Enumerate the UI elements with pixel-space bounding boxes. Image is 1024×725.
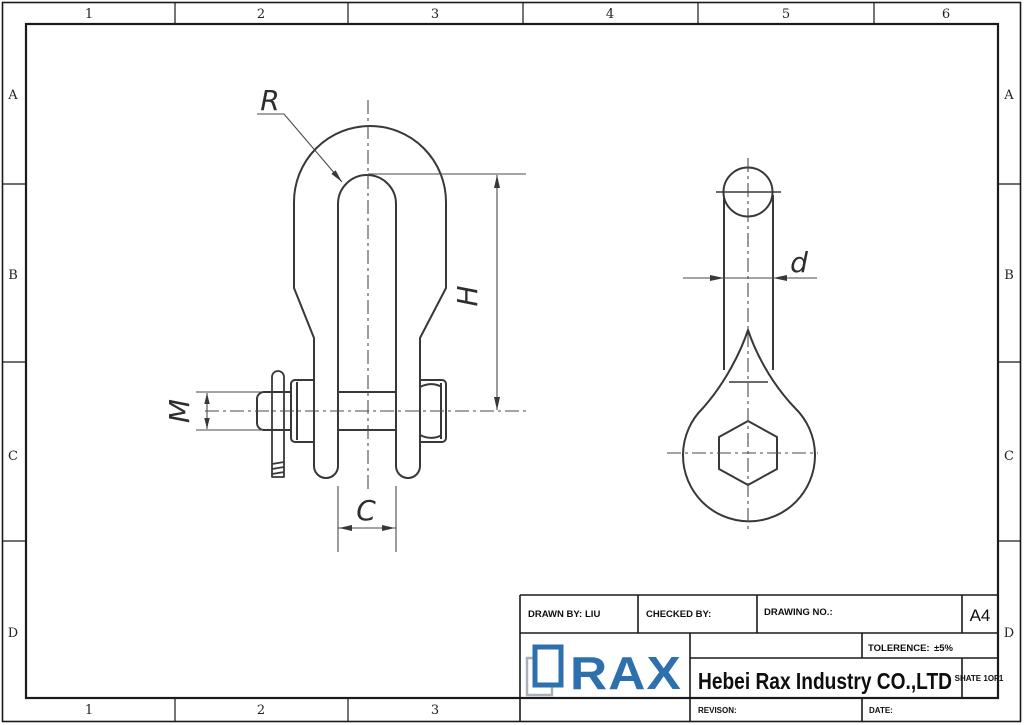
pin-shaft-lines bbox=[338, 391, 396, 431]
tolerance-value: ±5% bbox=[934, 643, 953, 654]
drawn-by-value: LIU bbox=[585, 609, 600, 620]
inner-frame bbox=[24, 22, 1000, 700]
company-name: Hebei Rax Industry CO.,LTD bbox=[698, 668, 952, 694]
zone-row-right-C: C bbox=[1004, 449, 1014, 464]
zone-row-right-A: A bbox=[1003, 88, 1014, 103]
logo-text: RAX bbox=[570, 647, 682, 699]
tolerance-label: TOLERENCE: bbox=[868, 643, 930, 654]
zone-row-right-B: B bbox=[1004, 268, 1014, 283]
zone-row-left-B: B bbox=[8, 268, 18, 283]
zone-col-top-4: 4 bbox=[606, 7, 614, 22]
bow-bar-lines bbox=[723, 195, 774, 370]
zone-col-top-5: 5 bbox=[782, 7, 790, 22]
drawn-by-label: DRAWN BY: bbox=[528, 609, 582, 620]
front-view bbox=[256, 125, 447, 479]
zone-col-top-2: 2 bbox=[257, 7, 265, 22]
side-view-centerlines bbox=[667, 158, 818, 532]
label-inside-length: H bbox=[451, 285, 484, 306]
revision-label: REVISON: bbox=[698, 706, 737, 715]
sheet-number: SHATE 1OF1 bbox=[955, 674, 1004, 683]
drawing-no-label: DRAWING NO.: bbox=[764, 607, 833, 618]
title-block: DRAWN BY: LIU CHECKED BY: DRAWING NO.: A… bbox=[519, 594, 1004, 722]
logo-mark-front-square bbox=[532, 644, 564, 688]
zone-row-left-A: A bbox=[7, 88, 18, 103]
pin-left-nut bbox=[290, 379, 315, 443]
eye-pear-outline bbox=[682, 329, 816, 523]
zone-col-top-1: 1 bbox=[85, 7, 93, 22]
dimension-lines bbox=[196, 113, 817, 552]
front-view-centerlines bbox=[205, 100, 530, 490]
paper-size: A4 bbox=[970, 606, 991, 625]
label-crown-radius: R bbox=[260, 84, 279, 117]
dimension-arrowheads bbox=[204, 170, 788, 532]
date-label: DATE: bbox=[869, 706, 893, 715]
zone-row-right-D: D bbox=[1004, 626, 1014, 641]
zone-col-bottom-3: 3 bbox=[431, 703, 439, 718]
cotter-pin bbox=[271, 370, 285, 478]
checked-by-label: CHECKED BY: bbox=[646, 609, 711, 620]
dimensions: R H M C d bbox=[163, 84, 817, 552]
zone-col-top-6: 6 bbox=[942, 7, 950, 22]
label-jaw-width: C bbox=[356, 494, 376, 527]
label-bow-diameter: d bbox=[790, 246, 808, 279]
label-pin-diameter: M bbox=[163, 399, 196, 423]
zone-row-left-D: D bbox=[8, 626, 18, 641]
zone-col-bottom-1: 1 bbox=[85, 703, 93, 718]
shackle-body-outline bbox=[293, 125, 447, 479]
zone-row-left-C: C bbox=[8, 449, 18, 464]
zone-labels: 1 2 3 4 5 6 1 2 3 A B C D A B C D bbox=[7, 7, 1014, 718]
zone-col-bottom-2: 2 bbox=[257, 703, 265, 718]
rax-logo: RAX bbox=[525, 644, 682, 699]
side-view bbox=[682, 166, 816, 523]
zone-col-top-3: 3 bbox=[431, 7, 439, 22]
title-block-lines bbox=[519, 594, 998, 722]
